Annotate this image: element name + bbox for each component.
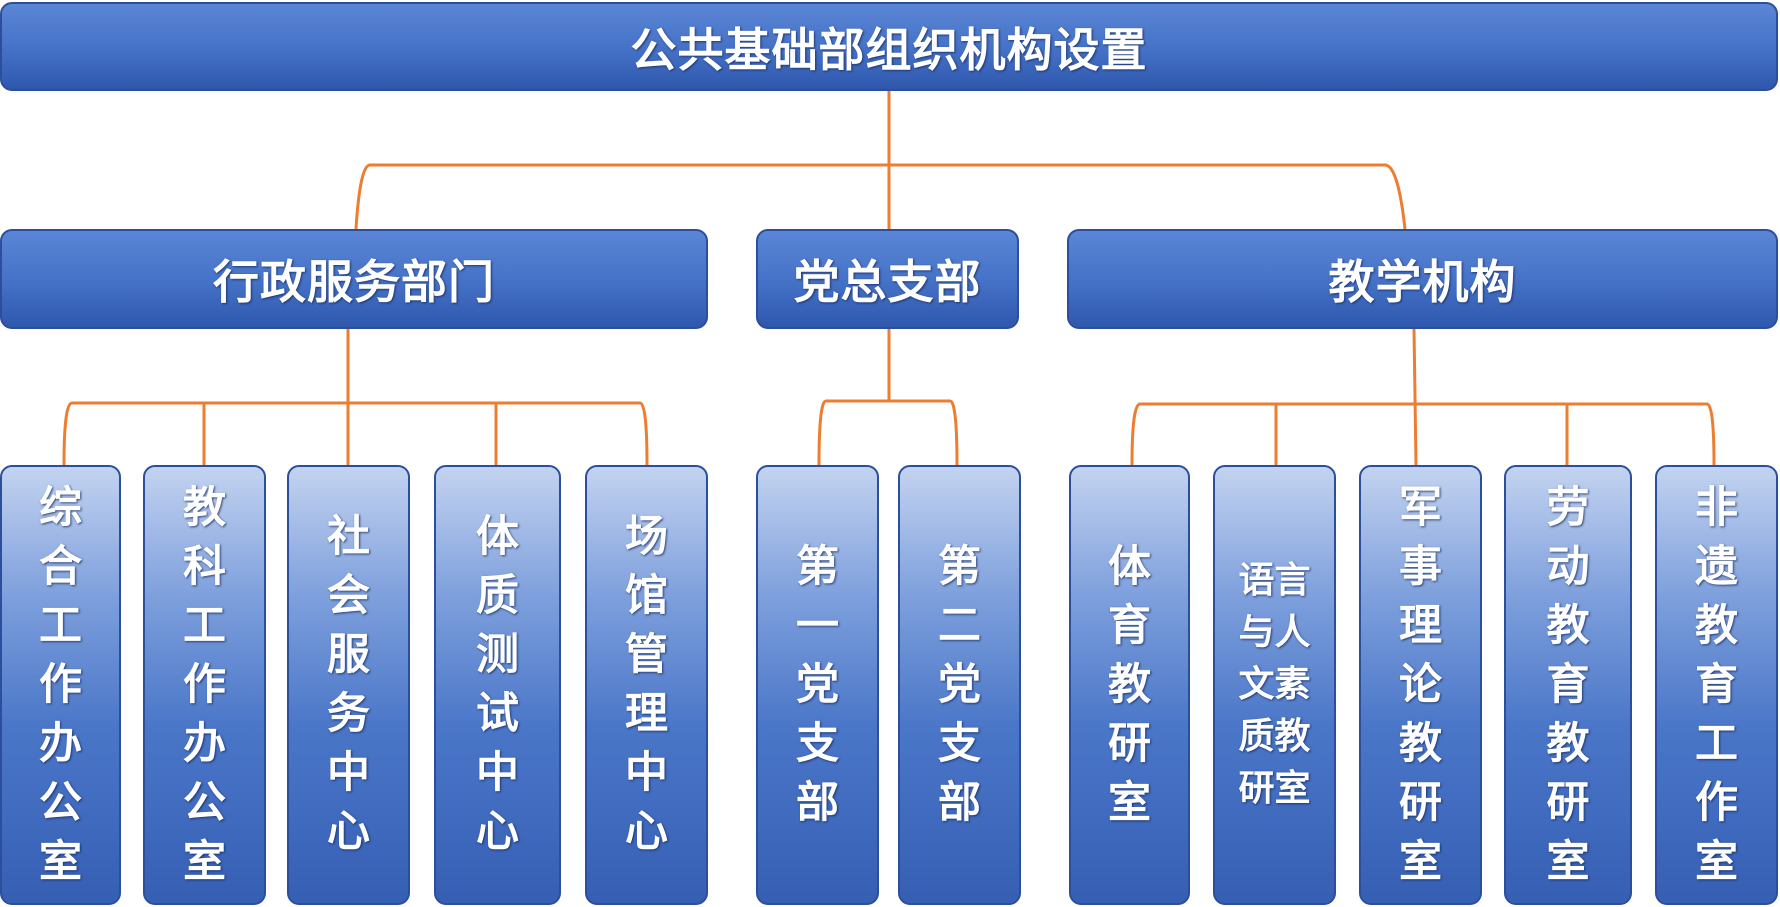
unit-label-char: 质 [476,571,519,621]
unit-label-char: 非 [1695,482,1738,533]
unit-label-char: 试 [476,689,519,739]
unit-label-char: 教 [183,482,226,533]
unit-box: 第二党支部 [898,465,1021,905]
unit-box: 非遗教育工作室 [1655,465,1778,905]
unit-box: 语言与人文素质教研室 [1213,465,1336,905]
unit-label-char: 党 [796,659,839,710]
unit-label-char: 育 [1695,659,1738,710]
unit-box: 劳动教育教研室 [1504,465,1632,905]
unit-label-char: 党 [938,659,981,710]
unit-label-char: 室 [1546,836,1590,887]
unit-label-char: 与人 [1238,612,1311,653]
root-title-box: 公共基础部组织机构设置 [0,2,1778,91]
unit-label-char: 质教 [1238,716,1311,757]
unit-box: 教科工作办公室 [143,465,266,905]
unit-label-char: 教 [1399,718,1442,769]
unit-box: 综合工作办公室 [0,465,121,905]
unit-label-char: 论 [1399,659,1442,710]
unit-label-char: 办 [183,718,226,769]
unit-label-char: 科 [183,541,226,592]
unit-label-char: 综 [39,482,82,533]
unit-label-char: 作 [1695,777,1738,828]
unit-label-char: 育 [1546,659,1590,710]
unit-label-char: 心 [476,807,519,857]
unit-label-char: 教 [1546,600,1590,651]
unit-label-char: 管 [625,630,668,680]
unit-label-char: 馆 [625,571,668,621]
unit-label-char: 劳 [1546,482,1590,533]
unit-box: 场馆管理中心 [585,465,708,905]
unit-label-char: 文素 [1238,664,1311,705]
unit-box: 第一党支部 [756,465,879,905]
unit-label-char: 作 [39,659,82,710]
unit-box: 社会服务中心 [287,465,410,905]
unit-box: 体育教研室 [1069,465,1190,905]
unit-label-char: 支 [796,718,839,769]
unit-label-char: 理 [625,689,668,739]
unit-label-char: 工 [1695,718,1738,769]
unit-box: 体质测试中心 [434,465,561,905]
unit-label-char: 室 [1695,836,1738,887]
unit-label-char: 服 [327,630,370,680]
unit-label-char: 理 [1399,600,1442,651]
unit-label-char: 心 [327,807,370,857]
department-admin-services: 行政服务部门 [0,229,708,329]
unit-label-char: 研室 [1238,768,1311,809]
unit-label-char: 第 [796,541,839,592]
unit-label-char: 教 [1108,659,1151,710]
unit-box: 军事理论教研室 [1359,465,1482,905]
unit-label-char: 语言 [1238,560,1311,601]
unit-label-char: 工 [39,600,82,651]
unit-label-char: 公 [183,777,226,828]
unit-label-char: 体 [1108,541,1151,592]
department-party-branch: 党总支部 [756,229,1019,329]
unit-label-char: 军 [1399,482,1442,533]
unit-label-char: 中 [625,748,668,798]
department-teaching: 教学机构 [1067,229,1778,329]
unit-label-char: 第 [938,541,981,592]
unit-label-char: 中 [476,748,519,798]
unit-label-char: 社 [327,512,370,562]
unit-label-char: 教 [1695,600,1738,651]
unit-label-char: 教 [1546,718,1590,769]
unit-label-char: 公 [39,777,82,828]
unit-label-char: 部 [938,777,981,828]
unit-label-char: 心 [625,807,668,857]
unit-label-char: 工 [183,600,226,651]
unit-label-char: 测 [476,630,519,680]
unit-label-char: 合 [39,541,82,592]
unit-label-char: 一 [796,600,839,651]
unit-label-char: 事 [1399,541,1442,592]
unit-label-char: 体 [476,512,519,562]
unit-label-char: 场 [625,512,668,562]
unit-label-char: 室 [1108,777,1151,828]
unit-label-char: 室 [39,836,82,887]
unit-label-char: 室 [183,836,226,887]
unit-label-char: 研 [1399,777,1442,828]
unit-label-char: 研 [1108,718,1151,769]
unit-label-char: 作 [183,659,226,710]
unit-label-char: 会 [327,571,370,621]
unit-label-char: 办 [39,718,82,769]
unit-label-char: 研 [1546,777,1590,828]
unit-label-char: 室 [1399,836,1442,887]
unit-label-char: 中 [327,748,370,798]
unit-label-char: 务 [327,689,370,739]
unit-label-char: 支 [938,718,981,769]
unit-label-char: 动 [1546,541,1590,592]
unit-label-char: 育 [1108,600,1151,651]
unit-label-char: 遗 [1695,541,1738,592]
unit-label-char: 部 [796,777,839,828]
unit-label-char: 二 [938,600,981,651]
